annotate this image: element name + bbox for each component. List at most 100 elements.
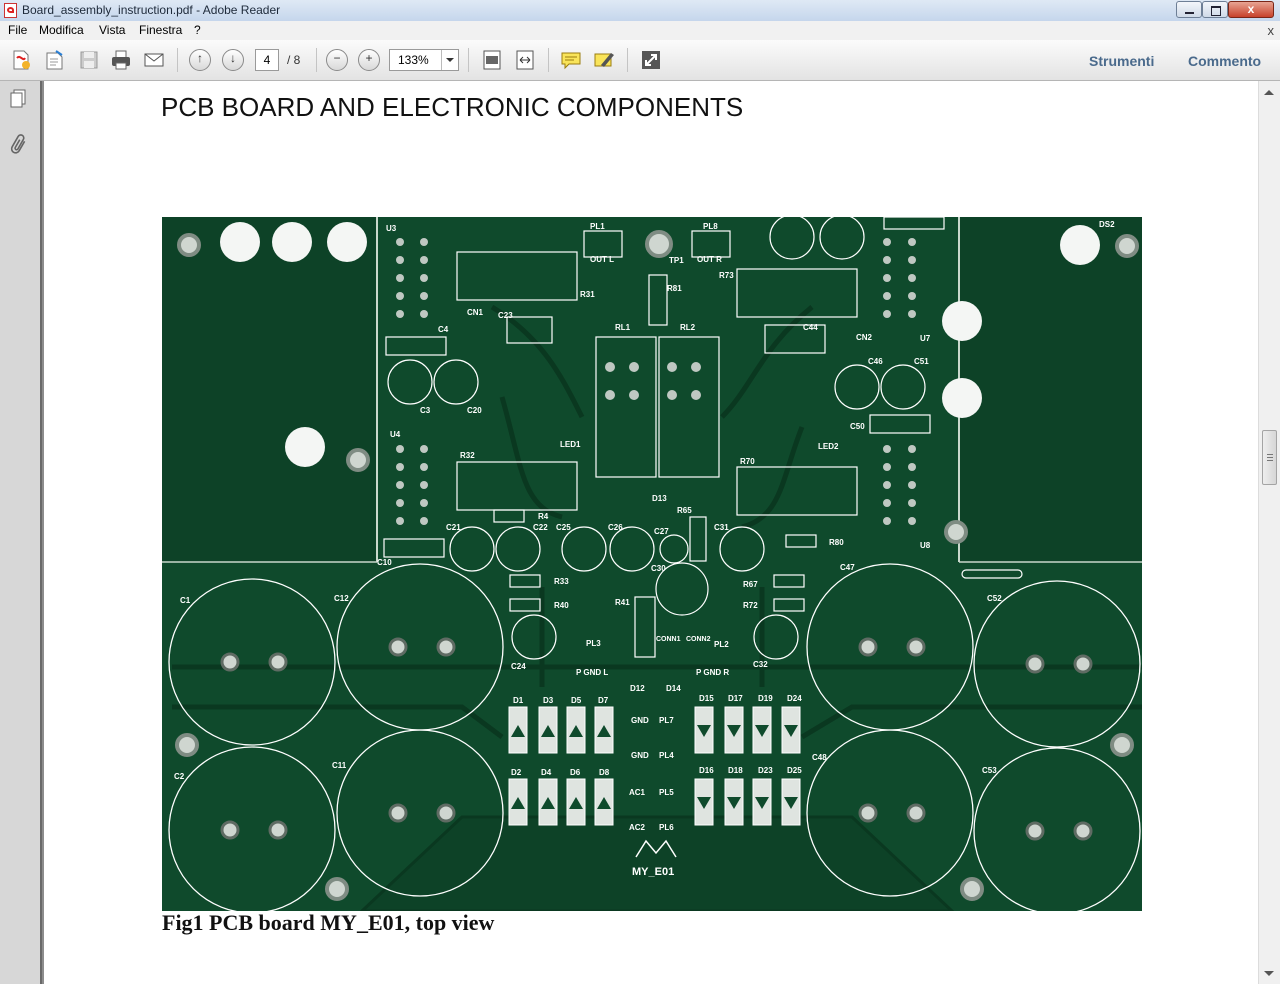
pcb-label: AC2: [629, 823, 646, 832]
pcb-label: C46: [868, 357, 883, 366]
pcb-label: PL4: [659, 751, 674, 760]
pcb-label: RL2: [680, 323, 696, 332]
pcb-label: R67: [743, 580, 758, 589]
pcb-label: C30: [651, 564, 666, 573]
close-document-icon[interactable]: x: [1267, 23, 1275, 38]
pcb-label: PL6: [659, 823, 674, 832]
pcb-label: C10: [377, 558, 392, 567]
pcb-label: R70: [740, 457, 755, 466]
fit-width-icon[interactable]: [514, 49, 536, 71]
attachments-icon[interactable]: [10, 133, 28, 157]
minimize-button[interactable]: [1176, 1, 1202, 18]
pcb-label: D5: [571, 696, 582, 705]
pcb-label: PL3: [586, 639, 601, 648]
pcb-label: D15: [699, 694, 714, 703]
menu-help[interactable]: ?: [194, 23, 201, 37]
vertical-scrollbar[interactable]: [1258, 81, 1280, 984]
page-thumbnails-icon[interactable]: [10, 89, 26, 109]
pcb-label: C21: [446, 523, 461, 532]
comment-pane-button[interactable]: Commento: [1188, 53, 1262, 69]
email-icon[interactable]: [143, 49, 165, 71]
pcb-label: R65: [677, 506, 692, 515]
open-file-icon[interactable]: [44, 49, 66, 71]
pcb-label: R31: [580, 290, 595, 299]
pcb-label: CONN2: [686, 636, 711, 643]
pcb-label: DS2: [1099, 220, 1115, 229]
pcb-label: R41: [615, 598, 630, 607]
pcb-label: U4: [390, 430, 401, 439]
menu-finestra[interactable]: Finestra: [139, 23, 183, 37]
pcb-label: D2: [511, 768, 522, 777]
zoom-in-button[interactable]: +: [358, 49, 380, 71]
toolbar-separator: [548, 48, 549, 72]
chevron-down-icon[interactable]: [441, 50, 458, 70]
adobe-reader-icon: [4, 3, 17, 18]
menu-bar: File Modifica Vista Finestra ? x: [0, 21, 1280, 40]
pcb-label: C52: [987, 594, 1002, 603]
print-icon[interactable]: [110, 49, 132, 71]
toolbar-separator: [316, 48, 317, 72]
document-heading: PCB BOARD AND ELECTRONIC COMPONENTS: [161, 92, 744, 122]
fit-page-icon[interactable]: [481, 49, 503, 71]
close-icon: x: [1247, 2, 1255, 16]
pcb-label: RL1: [615, 323, 631, 332]
pcb-label: PL2: [714, 640, 729, 649]
pcb-label: R80: [829, 538, 844, 547]
pcb-label: C23: [498, 311, 513, 320]
pcb-label: C25: [556, 523, 571, 532]
scroll-down-icon[interactable]: [1264, 971, 1274, 981]
menu-modifica[interactable]: Modifica: [39, 23, 84, 37]
tools-pane-button[interactable]: Strumenti: [1089, 53, 1155, 69]
next-page-button[interactable]: ↓: [222, 49, 244, 71]
pcb-label: D19: [758, 694, 773, 703]
zoom-select[interactable]: 133%: [389, 49, 459, 71]
pcb-label: R4: [538, 512, 549, 521]
pcb-label: LED2: [818, 442, 839, 451]
menu-vista[interactable]: Vista: [99, 23, 126, 37]
create-pdf-icon[interactable]: [10, 49, 32, 71]
pcb-label: TP1: [669, 256, 684, 265]
pcb-label: C32: [753, 660, 768, 669]
zoom-out-button[interactable]: −: [326, 49, 348, 71]
pcb-label: C2: [174, 772, 185, 781]
menu-file[interactable]: File: [8, 23, 28, 37]
restore-button[interactable]: [1202, 1, 1228, 18]
pcb-label: C47: [840, 563, 855, 572]
pcb-label: R33: [554, 577, 569, 586]
arrow-down-icon: ↓: [230, 51, 236, 65]
toolbar-separator: [468, 48, 469, 72]
pcb-label: C27: [654, 527, 669, 536]
pcb-board-photo: DS2 U3 U4 U7 U8 PL1 PL8 OUT L OUT R TP1 …: [162, 217, 1142, 911]
pcb-label: C31: [714, 523, 729, 532]
pcb-label: PL7: [659, 716, 674, 725]
pcb-label: D17: [728, 694, 743, 703]
pcb-label: C4: [438, 325, 449, 334]
pcb-label: D6: [570, 768, 581, 777]
pcb-label: D25: [787, 766, 802, 775]
pcb-label: C50: [850, 422, 865, 431]
pcb-label: U7: [920, 334, 931, 343]
pcb-label: C20: [467, 406, 482, 415]
pcb-label: D13: [652, 494, 667, 503]
sticky-note-icon[interactable]: [560, 49, 582, 71]
pcb-label: CN1: [467, 308, 484, 317]
scroll-up-icon[interactable]: [1264, 85, 1274, 95]
pcb-label: PL8: [703, 222, 718, 231]
highlight-text-icon[interactable]: [593, 49, 615, 71]
pcb-label: U3: [386, 224, 397, 233]
pcb-label: D12: [630, 684, 645, 693]
close-window-button[interactable]: x: [1228, 1, 1274, 18]
fullscreen-icon[interactable]: [640, 49, 662, 71]
pcb-label: C44: [803, 323, 818, 332]
pcb-label: D23: [758, 766, 773, 775]
previous-page-button[interactable]: ↑: [189, 49, 211, 71]
toolbar-separator: [177, 48, 178, 72]
page-number-input[interactable]: 4: [255, 49, 279, 71]
title-bar: Board_assembly_instruction.pdf - Adobe R…: [0, 0, 1280, 22]
pcb-label: AC1: [629, 788, 646, 797]
save-icon[interactable]: [78, 49, 100, 71]
pcb-label: D18: [728, 766, 743, 775]
pcb-label: C22: [533, 523, 548, 532]
scrollbar-thumb[interactable]: [1262, 430, 1277, 485]
pcb-label: P GND R: [696, 668, 729, 677]
